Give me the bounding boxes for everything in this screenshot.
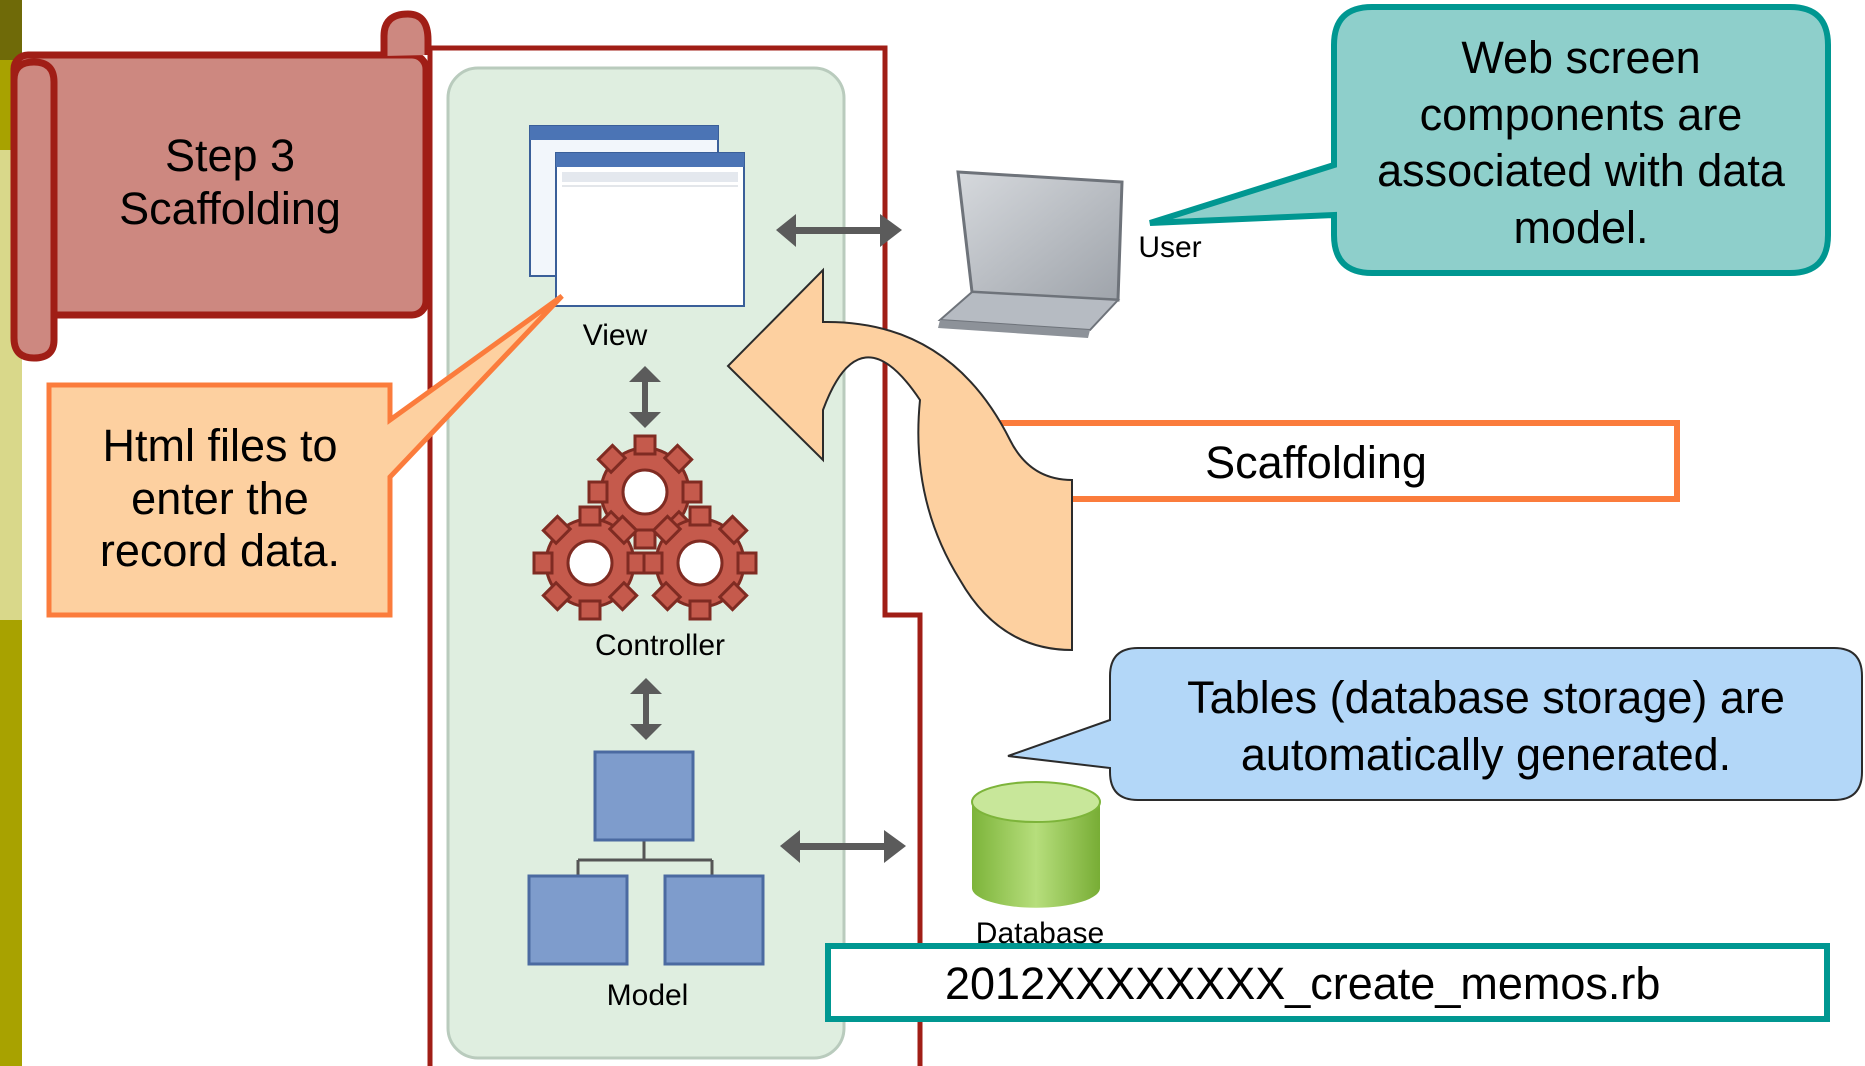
view-controller-arrow — [629, 366, 661, 428]
user-label: User — [1138, 231, 1202, 264]
model-label: Model — [606, 979, 689, 1012]
web-screen-text: Web screen components are associated wit… — [1340, 30, 1822, 257]
view-label: View — [582, 319, 648, 352]
html-files-line2: enter the — [131, 472, 309, 524]
tables-callout — [1007, 647, 1863, 801]
database-icon — [971, 781, 1101, 908]
left-bar-bottom — [0, 620, 22, 1066]
banner-line2: Scaffolding — [119, 182, 341, 234]
scaffolding-label: Scaffolding — [1205, 437, 1427, 488]
migration-box — [825, 943, 1830, 1022]
scaffolding-box — [952, 420, 1680, 502]
html-files-line1: Html files to — [102, 420, 338, 471]
controller-model-arrow — [630, 678, 662, 740]
model-database-arrow — [780, 830, 906, 863]
web-screen-callout — [1149, 4, 1831, 276]
step-banner — [10, 10, 432, 362]
html-files-callout — [46, 293, 564, 618]
controller-label: Controller — [594, 629, 726, 662]
scaffolding-arrow — [726, 267, 1073, 652]
migration-file-label: 2012XXXXXXXX_create_memos.rb — [945, 958, 1661, 1009]
controller-gears-icon — [532, 434, 758, 621]
view-windows-icon — [529, 125, 745, 307]
tables-line2: automatically generated. — [1240, 728, 1732, 780]
html-files-line3: record data. — [99, 525, 341, 577]
model-boxes-icon — [527, 750, 765, 966]
view-user-arrow — [776, 214, 902, 247]
mvc-outline — [427, 45, 923, 1066]
tables-text: Tables (database storage) are automatica… — [1120, 670, 1852, 783]
laptop-icon — [937, 170, 1124, 338]
web-screen-line1: Web screen — [1461, 32, 1701, 83]
database-label: Database — [975, 917, 1105, 950]
tables-line1: Tables (database storage) are — [1187, 672, 1785, 723]
left-bar-top — [0, 0, 22, 60]
html-files-text: Html files to enter the record data. — [60, 420, 380, 578]
web-screen-line4: model. — [1513, 202, 1649, 254]
banner-title: Step 3 Scaffolding — [70, 130, 390, 235]
banner-line1: Step 3 — [164, 130, 296, 181]
web-screen-line2: components are — [1419, 88, 1743, 140]
web-screen-line3: associated with data — [1377, 145, 1785, 197]
